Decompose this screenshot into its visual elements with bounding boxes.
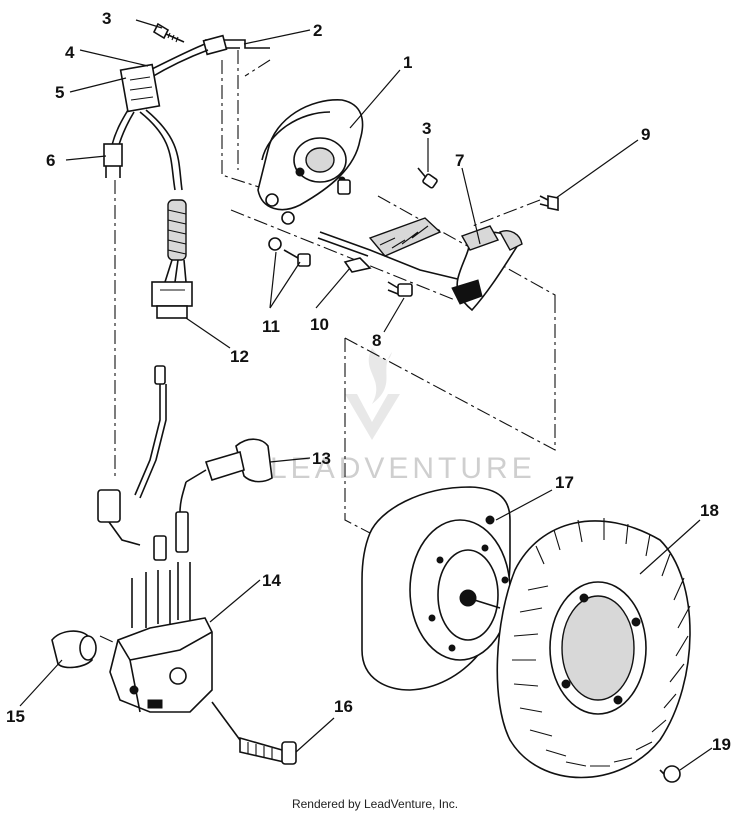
callout-6: 6 bbox=[46, 151, 55, 170]
callout-2: 2 bbox=[313, 21, 322, 40]
callout-12: 12 bbox=[230, 347, 249, 366]
callout-1: 1 bbox=[403, 53, 412, 72]
kill-switch-lead bbox=[97, 365, 167, 546]
callout-4: 4 bbox=[65, 43, 75, 62]
callout-7: 7 bbox=[455, 151, 464, 170]
screw-3-top bbox=[152, 22, 185, 43]
screw-9 bbox=[539, 195, 559, 211]
screw-19 bbox=[659, 765, 681, 783]
stator-plate bbox=[257, 99, 364, 225]
ignition-coil bbox=[109, 511, 213, 713]
harness-plug bbox=[151, 281, 193, 307]
wire-harness bbox=[103, 34, 270, 319]
callout-11: 11 bbox=[262, 317, 280, 336]
flywheel bbox=[361, 486, 511, 691]
screw-8 bbox=[387, 281, 413, 297]
leader-lines bbox=[19, 19, 713, 771]
pulser-coil-assembly bbox=[317, 217, 523, 312]
callout-16: 16 bbox=[334, 697, 353, 716]
callout-19: 19 bbox=[712, 735, 731, 754]
alignment-lines bbox=[99, 50, 556, 651]
grommet-plug bbox=[51, 630, 97, 669]
callout-8: 8 bbox=[372, 331, 381, 350]
screw-3-stator bbox=[417, 167, 438, 189]
coil-bolt bbox=[211, 701, 297, 765]
callout-17: 17 bbox=[555, 473, 574, 492]
callout-5: 5 bbox=[55, 83, 64, 102]
callout-10: 10 bbox=[310, 315, 329, 334]
callout-15: 15 bbox=[6, 707, 25, 726]
screws-11 bbox=[268, 237, 311, 267]
render-credit: Rendered by LeadVenture, Inc. bbox=[291, 797, 459, 811]
bullet-connector bbox=[103, 143, 123, 167]
callout-3-stator: 3 bbox=[422, 119, 431, 138]
callout-labels: 3 2 4 1 5 3 9 6 7 11 10 8 12 13 17 18 14… bbox=[6, 9, 731, 754]
callout-13: 13 bbox=[312, 449, 331, 468]
spark-plug-cap bbox=[179, 438, 273, 513]
callout-18: 18 bbox=[700, 501, 719, 520]
terminal-block bbox=[119, 63, 161, 113]
callout-14: 14 bbox=[262, 571, 281, 590]
callout-3-top: 3 bbox=[102, 9, 111, 28]
callout-9: 9 bbox=[641, 125, 650, 144]
watermark-text: LEADVENTURE bbox=[270, 452, 536, 485]
cooling-fan bbox=[496, 518, 691, 779]
watermark-logo bbox=[345, 348, 400, 440]
